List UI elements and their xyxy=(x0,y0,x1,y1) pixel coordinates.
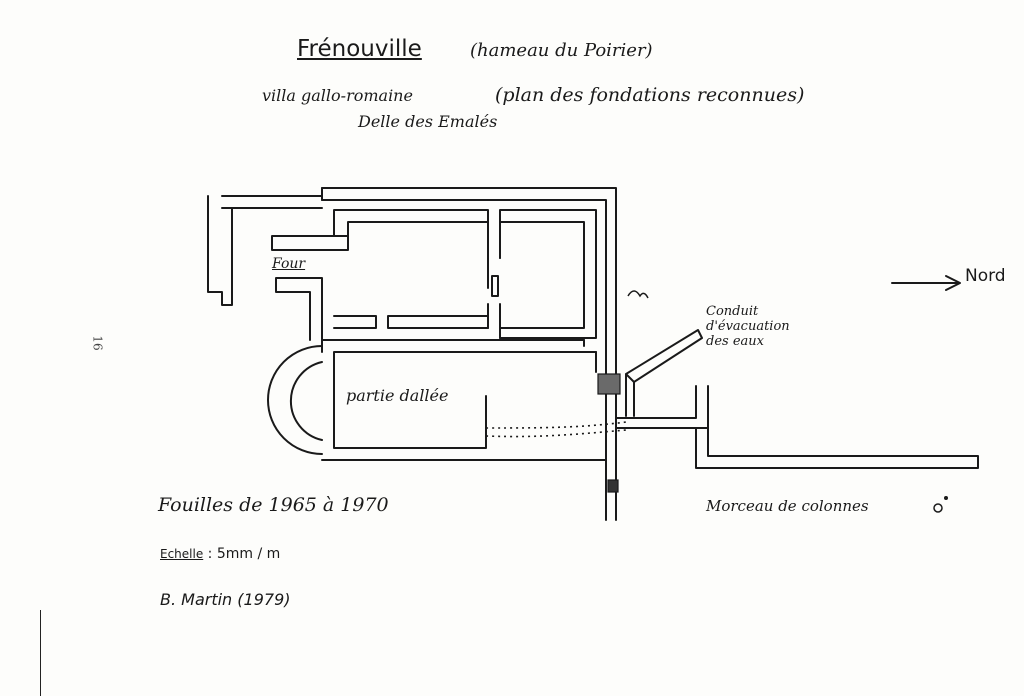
right-wall-extension xyxy=(615,385,979,469)
fouilles-label: Fouilles de 1965 à 1970 xyxy=(158,494,389,516)
subtitle: (hameau du Poirier) xyxy=(470,40,653,61)
bottom-stub xyxy=(605,457,617,521)
four-label: Four xyxy=(272,256,306,272)
center-wall xyxy=(487,221,501,339)
hatched-block-small xyxy=(607,479,619,493)
column-fragment xyxy=(933,503,943,513)
margin-line xyxy=(40,610,41,696)
four-lower-wall xyxy=(275,277,323,341)
scale-title: Echelle xyxy=(160,547,204,561)
north-arrow xyxy=(891,275,961,291)
plan-note: (plan des fondations reconnues) xyxy=(495,84,805,106)
nord-label: Nord xyxy=(965,266,1006,286)
four-wall xyxy=(271,235,349,251)
page-number: 16 xyxy=(90,335,105,351)
conduit xyxy=(625,329,703,417)
lower-partition xyxy=(579,339,597,373)
morceau-label: Morceau de colonnes xyxy=(706,497,869,515)
author-label: B. Martin (1979) xyxy=(160,590,291,609)
villa-label: villa gallo-romaine xyxy=(262,86,413,105)
partie-dallee-label: partie dallée xyxy=(346,386,449,405)
wavy-marks xyxy=(627,290,649,299)
upper-room-right xyxy=(499,209,597,339)
scale-label: Echelle : 5mm / m xyxy=(160,546,280,562)
top-left-wall xyxy=(221,187,323,209)
column-fragment xyxy=(944,496,948,500)
conduit-label: Conduit d'évacuation des eaux xyxy=(706,304,790,349)
upper-room-left xyxy=(333,209,489,289)
delle-label: Delle des Emalés xyxy=(358,112,498,131)
left-annex-wall xyxy=(207,195,233,306)
page-title: Frénouville xyxy=(297,36,422,62)
upper-room-left-bottom xyxy=(333,315,489,329)
apse xyxy=(267,345,323,455)
hatched-block xyxy=(597,373,621,395)
scale-value: : 5mm / m xyxy=(207,546,281,562)
dotted-path xyxy=(485,421,627,438)
